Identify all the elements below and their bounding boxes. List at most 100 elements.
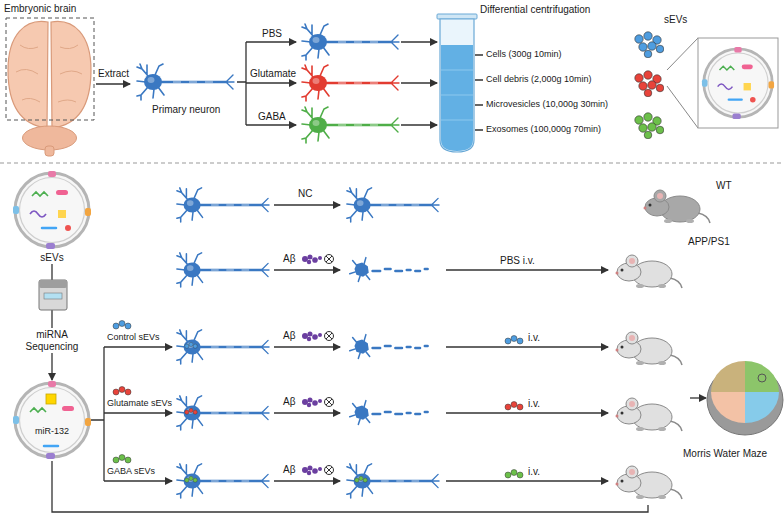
label-text: Glutamate [250,68,296,80]
label-text: Glutamate sEVs [107,398,172,408]
label-text: sEVs [664,14,687,26]
neurons-bottom [347,464,439,498]
label-text: Aβ [283,464,295,476]
neurons-bottom [177,396,269,430]
label-text: Aβ [283,253,295,265]
neurons-bottom [185,408,198,414]
label-text: NC [298,188,312,200]
water-maze [711,361,745,392]
neurons-bottom [177,188,269,222]
mice [616,332,683,365]
sev-clusters [635,71,664,97]
branch-lines [274,269,340,270]
branch-lines [274,412,340,413]
row-dots [113,387,131,396]
neurons-top [302,107,399,143]
neurons-bottom [350,401,428,425]
abeta-aggregates [302,398,334,408]
brain-illustration [45,146,54,156]
neurons-bottom [177,464,269,498]
label-text: GABA [258,111,286,123]
node-text: miR-132 [12,426,92,436]
vesicle-node: miR-132 [12,380,92,460]
arrows [96,83,130,84]
neurons-bottom [177,330,269,364]
centrifuge-tube [437,14,477,152]
row-dots [113,321,523,479]
brain-illustration [16,45,82,102]
neurons-bottom [350,258,428,282]
sev-clusters [635,32,664,58]
centrifuge-tube [440,19,474,152]
label-text: Differential centrifugation [480,4,590,16]
edge-label: miRNA Sequencing [20,328,84,353]
branch-lines [52,461,648,512]
abeta-aggregates [302,466,334,476]
neurons-top [302,24,399,60]
vesicle-shape [12,380,92,460]
arrows [475,55,483,130]
water-maze [711,392,745,423]
brain-illustration [51,21,91,128]
neurons-bottom [355,476,368,482]
label-text: APP/PS1 [688,236,730,248]
branch-lines [446,346,608,347]
neurons-bottom [350,335,428,359]
separator [0,163,784,164]
mice [616,466,683,499]
branch-lines [52,205,706,512]
arrows [667,38,698,128]
vesicle-node: sEVs [12,170,92,264]
branch-lines [446,269,608,270]
centrifuge-tube [441,70,473,120]
label-text: i.v. [528,332,540,344]
arrows [246,82,296,83]
centrifuge-tube [441,45,473,151]
arrows [401,124,437,125]
label-text: Cells (300g 10min) [486,49,562,59]
sev-clusters [702,47,774,119]
neurons-bottom [177,188,439,498]
row-dots [113,455,131,464]
mice [644,190,711,223]
row-dots [505,402,523,411]
sev-clusters [635,32,778,139]
arrows [237,42,246,125]
centrifuge-tube [437,14,477,19]
branch-lines [446,412,608,413]
abeta-aggregates [302,255,334,476]
vesicle-shape [13,171,91,249]
water-maze [758,374,766,382]
label-text: i.v. [528,466,540,478]
label-text: Primary neuron [152,104,220,116]
label-text: PBS i.v. [500,255,535,267]
sequencer-icon [44,293,62,299]
label-text: i.v. [528,398,540,410]
abeta-aggregates [302,255,334,265]
branch-lines [274,346,340,347]
branch-lines [274,204,340,205]
label-text: Control sEVs [107,332,160,342]
neurons-bottom [185,342,198,348]
label-text: PBS [262,28,282,40]
arrows [96,38,698,130]
branch-lines [104,480,172,481]
neurons-bottom [177,253,269,287]
label-text: Aβ [283,330,295,342]
water-maze [707,361,783,435]
sequencer-icon [39,280,67,288]
sev-clusters [698,38,778,128]
label-text: Exosomes (100,000g 70min) [486,124,601,134]
branch-lines [690,397,706,398]
water-maze [745,392,779,423]
brain-illustration [8,21,48,128]
branch-lines [91,347,104,481]
neurons-bottom [185,476,198,482]
mice [616,255,683,288]
arrows [246,41,296,42]
row-dots [505,470,523,479]
water-maze [745,361,779,392]
neurons-top [137,64,234,100]
vesicle-shape [12,170,92,250]
sequencer-icon [39,280,67,310]
